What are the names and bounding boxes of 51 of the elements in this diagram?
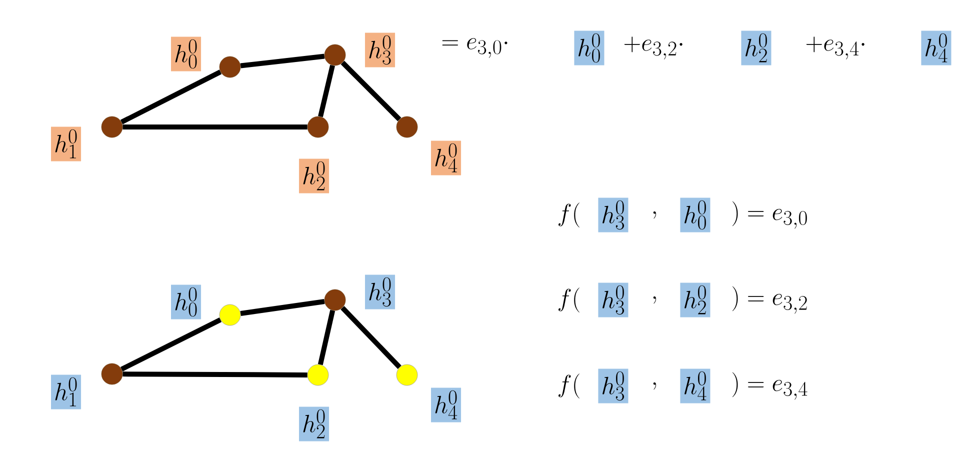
formula-text: $) = e_{3,4}$ <box>732 372 808 400</box>
formula-text: $) = e_{3,0}$ <box>732 201 807 229</box>
highlighted-term: $h_0^0$ <box>680 198 710 232</box>
graph-vertex <box>307 116 329 138</box>
vertex-label: $h_0^0$ <box>171 284 202 320</box>
highlighted-term: $h_0^0$ <box>574 30 604 66</box>
graph-edge <box>340 306 402 369</box>
formula-text: $+e_{3,2} \cdot$ <box>624 36 682 60</box>
graph-vertex <box>324 289 346 311</box>
formula-text: $+e_{3,4} \cdot$ <box>806 36 864 60</box>
highlighted-term: $h_3^0$ <box>598 282 628 318</box>
graph-vertex <box>396 116 418 138</box>
graph-edge <box>120 70 222 124</box>
vertex-label: $h_1^0$ <box>51 126 82 162</box>
formula-text: $) = e_{3,2}$ <box>732 286 807 314</box>
graph-vertex <box>307 364 329 386</box>
vertex-label: $h_2^0$ <box>299 406 330 442</box>
formula-text: $,$ <box>653 382 656 390</box>
highlighted-term: $h_2^0$ <box>741 30 772 66</box>
highlighted-term: $h_4^0$ <box>921 30 952 66</box>
highlighted-term: $h_4^0$ <box>680 368 710 404</box>
vertex-label: $h_4^0$ <box>431 388 462 422</box>
graph-vertex <box>101 363 123 385</box>
graph-vertex <box>101 116 123 138</box>
vertex-label: $h_0^0$ <box>171 36 202 72</box>
graph-edge <box>122 124 308 130</box>
formula-text: $f($ <box>558 202 580 228</box>
vertex-label: $h_3^0$ <box>365 32 396 68</box>
graph-vertex <box>219 56 241 78</box>
graph-edge <box>240 299 325 316</box>
vertex-label: $h_3^0$ <box>365 274 396 310</box>
highlighted-term: $h_3^0$ <box>598 198 628 232</box>
graph-edge <box>122 372 308 378</box>
vertex-label: $h_1^0$ <box>51 374 82 410</box>
graph-edge <box>318 310 336 366</box>
formula-text: $,$ <box>653 211 656 219</box>
graph-edge <box>240 54 325 68</box>
vertex-label: $h_4^0$ <box>431 140 462 176</box>
graph-vertex <box>396 364 418 386</box>
graph-edge <box>120 318 222 372</box>
formula-text: $f($ <box>558 288 580 312</box>
highlighted-term: $h_3^0$ <box>598 368 628 404</box>
graph-edge <box>318 64 335 118</box>
graph-vertex <box>324 44 346 66</box>
graph-edge <box>340 60 402 122</box>
formula-text: $= e_{3,0} \cdot$ <box>442 38 508 58</box>
highlighted-term: $h_2^0$ <box>680 282 710 318</box>
vertex-label: $h_2^0$ <box>299 158 330 194</box>
graph-vertex <box>219 304 241 326</box>
formula-text: $f($ <box>558 374 580 398</box>
formula-text: $,$ <box>653 296 656 304</box>
